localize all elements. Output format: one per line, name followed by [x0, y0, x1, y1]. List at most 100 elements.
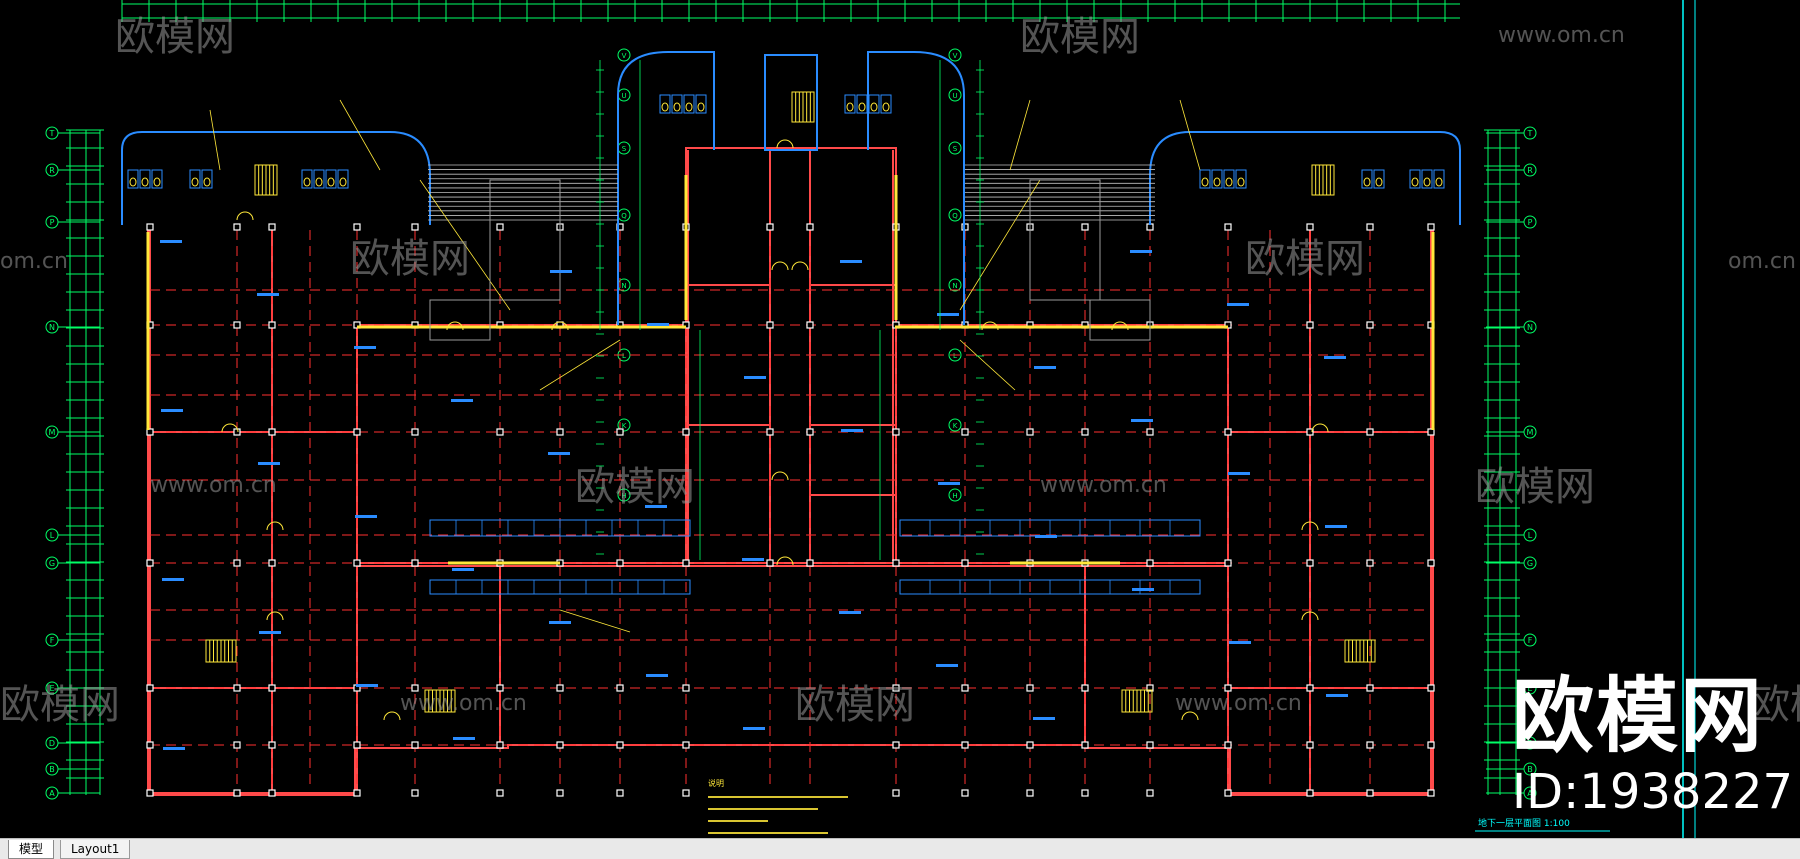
column: [806, 321, 814, 329]
tab-layout1[interactable]: Layout1: [60, 840, 131, 859]
grid-bubble-label: N: [1527, 323, 1533, 332]
toilet-fixture: [846, 102, 854, 112]
grid-bubble: [948, 348, 962, 362]
grid-bubble-label: V: [953, 52, 958, 60]
column: [1366, 559, 1374, 567]
column: [1224, 789, 1232, 797]
grid-bubble-label: P: [1528, 218, 1533, 227]
leader-line: [559, 609, 631, 633]
grid-bubble-label: M: [1527, 428, 1534, 437]
column: [233, 223, 241, 231]
toilet-fixture: [1375, 177, 1383, 187]
tab-model[interactable]: 模型: [8, 840, 55, 859]
toilet-fixture: [697, 102, 705, 112]
room-label-mark: [258, 462, 280, 465]
column: [556, 789, 564, 797]
room-label-mark: [742, 558, 764, 561]
grid-bubble: [45, 786, 59, 800]
structural-columns: [146, 223, 1435, 797]
column: [682, 741, 690, 749]
blue-annotations: [160, 99, 1348, 750]
watermark-brand: 欧模网: [115, 14, 235, 60]
sheet-title-block: 地下一层平面图 1:100 说明: [708, 778, 1610, 832]
door-swing: [981, 321, 999, 331]
grid-bubble-label: N: [49, 323, 55, 332]
column: [682, 789, 690, 797]
watermark-layer: 欧模网欧模网欧模网欧模网欧模网欧模网欧模网欧模网欧模网www.om.cnwww.…: [0, 14, 1800, 728]
room-label-mark: [840, 260, 862, 263]
door-swing: [771, 261, 789, 271]
column: [268, 223, 276, 231]
column: [146, 741, 154, 749]
grid-bubble-label: S: [622, 145, 627, 153]
grid-bubble: [1523, 633, 1537, 647]
column: [496, 223, 504, 231]
column: [146, 684, 154, 692]
grid-bubble: [45, 633, 59, 647]
grid-bubble: [45, 736, 59, 750]
grid-bubble-label: E: [49, 684, 54, 693]
toilet-fixture: [129, 177, 137, 187]
watermark-brand: 欧模网: [575, 464, 695, 510]
column: [496, 741, 504, 749]
leader-line: [959, 179, 1041, 311]
grid-bubble: [45, 528, 59, 542]
grid-bubble: [1523, 163, 1537, 177]
room-label-mark: [647, 323, 669, 326]
grid-bubble: [1523, 425, 1537, 439]
left-dimension-chain: [69, 130, 101, 795]
grid-bubble-label: Q: [621, 212, 627, 220]
column: [233, 684, 241, 692]
column: [1306, 321, 1314, 329]
leader-line: [539, 339, 621, 391]
grid-bubble: [1523, 126, 1537, 140]
toilet-fixture: [870, 102, 878, 112]
general-notes: [708, 796, 848, 834]
grid-bubble: [45, 163, 59, 177]
toilet-fixture: [203, 177, 211, 187]
door-swing: [1181, 711, 1199, 721]
column: [1224, 559, 1232, 567]
note-line: [708, 808, 818, 810]
leader-line: [1179, 99, 1201, 171]
toilet-stall: [325, 169, 337, 189]
door-swing: [446, 321, 464, 331]
side-dimension-ticks: [66, 129, 1520, 779]
room-label-mark: [937, 313, 959, 316]
room-label-mark: [354, 346, 376, 349]
room-label-mark: [548, 452, 570, 455]
column: [1306, 789, 1314, 797]
grid-bubble-label: U: [621, 92, 626, 100]
column: [1427, 741, 1435, 749]
column: [556, 741, 564, 749]
watermark-url: www.om.cn: [1175, 691, 1302, 716]
grid-bubble: [1523, 556, 1537, 570]
grid-bubble: [45, 556, 59, 570]
toilet-fixture: [1363, 177, 1371, 187]
grid-bubble-label: F: [50, 636, 55, 645]
column: [1306, 559, 1314, 567]
grid-bubble: [45, 425, 59, 439]
door-swing: [383, 711, 401, 721]
grid-bubble: [1523, 681, 1537, 695]
column: [496, 684, 504, 692]
toilet-stall: [127, 169, 139, 189]
room-label-mark: [743, 727, 765, 730]
grid-bubble-label: Q: [952, 212, 958, 220]
room-label-mark: [839, 611, 861, 614]
column: [556, 684, 564, 692]
column: [1366, 684, 1374, 692]
leader-line: [209, 109, 221, 171]
column: [616, 741, 624, 749]
structural-grid-lines: [150, 230, 1430, 790]
column: [1427, 684, 1435, 692]
column: [1146, 684, 1154, 692]
notes-title: 说明: [708, 778, 724, 788]
room-label-mark: [1034, 366, 1056, 369]
grid-bubble-label: A: [49, 789, 55, 798]
grid-bubble-label: T: [49, 129, 55, 138]
grid-bubble-label: R: [49, 166, 55, 175]
